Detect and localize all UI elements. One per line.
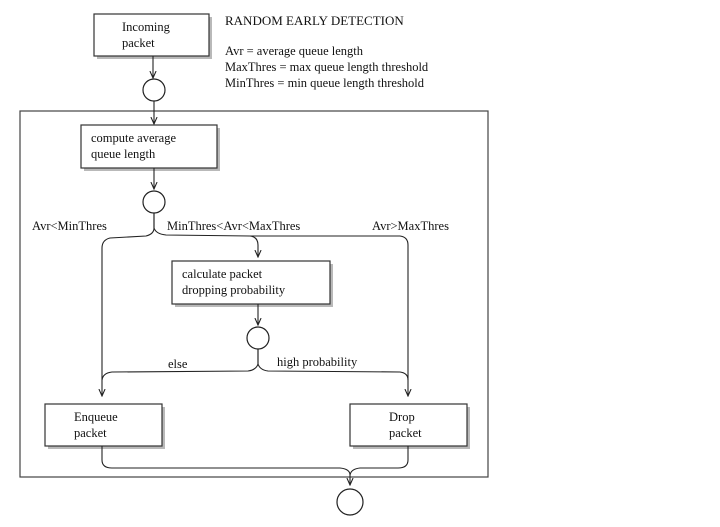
node-compute-average: compute average queue length <box>80 124 220 171</box>
node-compute-line1: compute average <box>91 131 176 145</box>
node-drop-line1: Drop <box>389 410 415 424</box>
node-drop-packet: Drop packet <box>349 403 470 449</box>
edge-to-enqueue-min <box>102 213 155 396</box>
edge-to-drop-max <box>250 235 408 396</box>
decision-circle-threshold <box>142 190 166 214</box>
node-compute-line2: queue length <box>91 147 156 161</box>
node-calculate-probability: calculate packet dropping probability <box>171 260 333 307</box>
red-process-frame <box>19 110 489 478</box>
node-calculate-line2: dropping probability <box>182 283 286 297</box>
edge-to-calculate <box>153 213 258 257</box>
legend-line-minthres: MinThres = min queue length threshold <box>225 76 425 90</box>
label-between-thresholds: MinThres<Avr<MaxThres <box>167 219 300 233</box>
node-enqueue-line2: packet <box>74 426 107 440</box>
edge-high-to-drop <box>257 349 409 381</box>
junction-circle-exit <box>336 488 364 516</box>
node-enqueue-packet: Enqueue packet <box>44 403 165 449</box>
node-incoming-packet: Incoming packet <box>93 13 212 59</box>
label-avr-gt-maxthres: Avr>MaxThres <box>372 219 449 233</box>
legend-line-maxthres: MaxThres = max queue length threshold <box>225 60 429 74</box>
node-incoming-line2: packet <box>122 36 155 50</box>
edge-drop-to-exit <box>349 446 409 476</box>
label-high-probability: high probability <box>277 355 358 369</box>
label-avr-lt-minthres: Avr<MinThres <box>32 219 107 233</box>
label-else: else <box>168 357 188 371</box>
legend-line-avr: Avr = average queue length <box>225 44 364 58</box>
node-enqueue-line1: Enqueue <box>74 410 118 424</box>
junction-circle-entry <box>142 78 166 102</box>
node-calculate-line1: calculate packet <box>182 267 263 281</box>
node-incoming-line1: Incoming <box>122 20 171 34</box>
node-drop-line2: packet <box>389 426 422 440</box>
edge-enqueue-to-exit <box>101 446 350 485</box>
legend-title: RANDOM EARLY DETECTION <box>225 13 404 28</box>
edge-else-to-enqueue <box>101 349 259 381</box>
decision-circle-probability <box>246 326 270 350</box>
